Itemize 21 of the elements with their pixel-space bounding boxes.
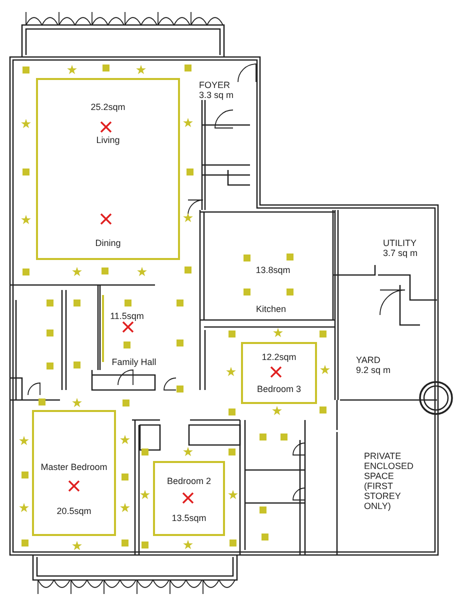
room-label: 13.5sqm: [170, 513, 208, 524]
room-label: Bedroom 2: [166, 476, 212, 487]
room-label: Kitchen: [254, 304, 288, 314]
room-label: YARD 9.2 sq m: [356, 355, 392, 375]
room-outline: [36, 78, 180, 260]
room-label: Bedroom 3: [256, 384, 302, 395]
room-label: Dining: [94, 238, 122, 249]
room-label: Family Hall: [110, 357, 158, 367]
room-outline: [32, 410, 116, 536]
room-label: Master Bedroom: [40, 462, 108, 473]
room-outline: [153, 461, 225, 536]
room-label: 13.8sqm: [254, 265, 292, 275]
room-label: FOYER 3.3 sq m: [199, 80, 235, 100]
room-label: 12.2sqm: [260, 352, 298, 363]
room-label: UTILITY 3.7 sq m: [383, 238, 419, 258]
room-outline: [241, 342, 317, 404]
room-label: 20.5sqm: [56, 506, 92, 517]
room-label: 11.5sqm: [109, 311, 145, 321]
room-label: PRIVATE ENCLOSED SPACE (FIRST STOREY ONLY): [364, 451, 415, 511]
room-label: Living: [95, 135, 121, 146]
room-label: 25.2sqm: [90, 102, 126, 113]
